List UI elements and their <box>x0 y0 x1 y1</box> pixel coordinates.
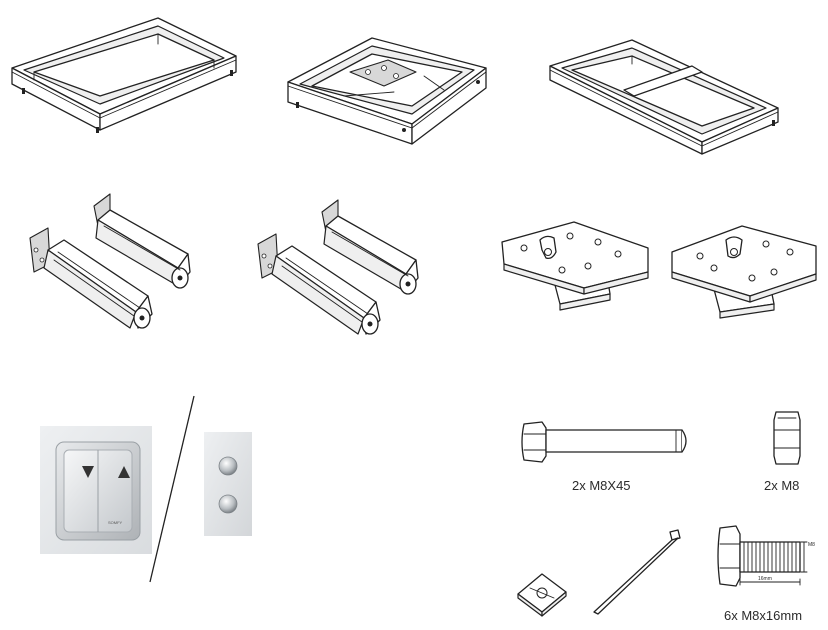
frame-double <box>546 36 782 156</box>
short-bolt <box>714 524 822 596</box>
flange-nut <box>770 410 804 468</box>
bracket-left <box>500 212 652 312</box>
frame-rectangular <box>8 10 240 133</box>
motor-pair-left <box>18 190 196 332</box>
motor-pair-right <box>246 196 424 338</box>
cable-tie <box>590 528 684 618</box>
switch-brand-text: SOMFY <box>108 520 123 525</box>
wall-switch: SOMFY <box>40 426 152 554</box>
long-bolt-label: 2x M8X45 <box>572 478 631 493</box>
cable-tie-mount <box>516 572 568 617</box>
bracket-right <box>670 216 820 319</box>
divider-slash <box>146 394 196 584</box>
long-bolt <box>520 418 692 466</box>
short-bolt-label: 6x M8x16mm <box>724 608 803 623</box>
short-bolt-dim-length: 16mm <box>758 576 772 582</box>
frame-with-mechanism <box>284 32 490 148</box>
wall-plate-buttons <box>204 432 252 536</box>
short-bolt-dim-thread: M8 <box>808 542 815 548</box>
flange-nut-label: 2x M8 <box>764 478 800 493</box>
